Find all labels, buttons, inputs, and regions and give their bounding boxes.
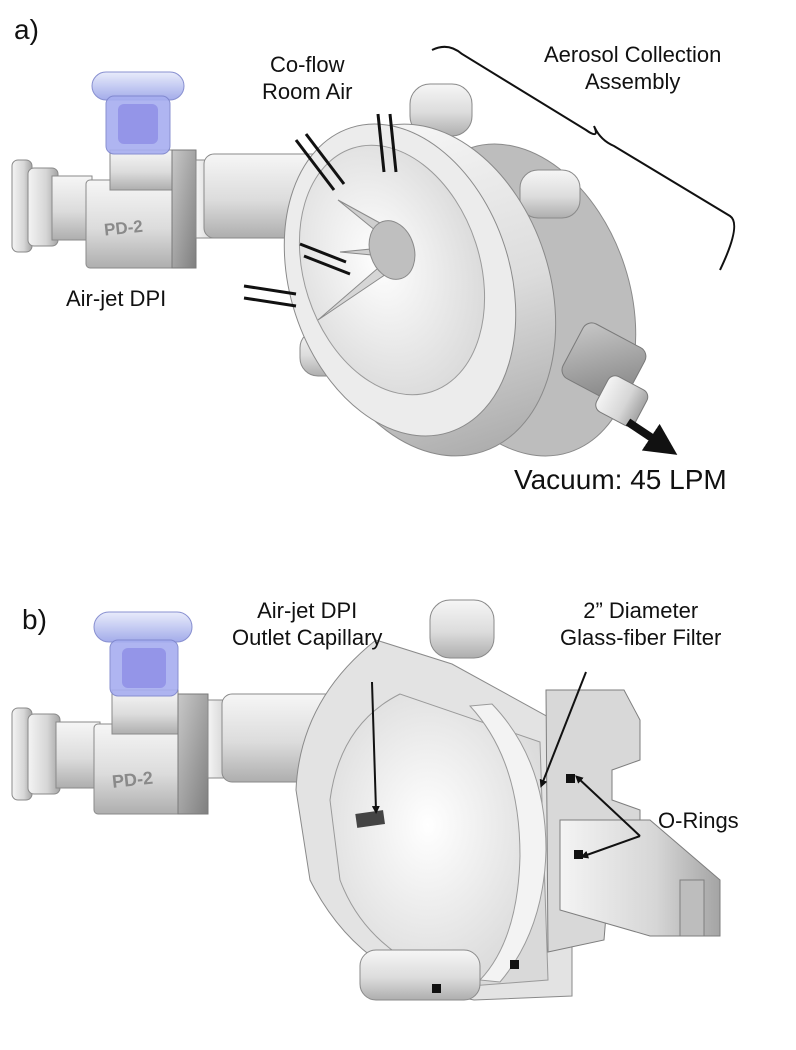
airjet-dpi-label: Air-jet DPI <box>66 286 167 311</box>
panel-a-drawing: PD-2 <box>11 45 736 457</box>
coflow-label-line1: Co-flow <box>269 52 345 77</box>
device-tag-b: PD-2 <box>111 768 154 792</box>
aerosol-collection-assembly <box>283 83 649 457</box>
assembly-bracket <box>431 45 736 271</box>
coflow-label-line2: Room Air <box>262 78 353 104</box>
leader-lines-b <box>371 671 641 859</box>
aerosol-label-line2: Assembly <box>584 68 681 94</box>
outlet-label-line1: Air-jet DPI <box>257 598 358 623</box>
aerosol-label-line1: Aerosol Collection <box>544 42 722 67</box>
dpi-cap-b <box>93 611 193 697</box>
filter-label-line2: Glass-fiber Filter <box>560 624 722 650</box>
dpi-inlet-fitting <box>11 159 93 253</box>
air-jet-dpi-body-b <box>93 689 209 815</box>
dpi-cap <box>91 71 185 155</box>
filter-label: 2” Diameter Glass-fiber Filter <box>560 598 721 652</box>
vacuum-label: Vacuum: 45 LPM <box>514 464 727 495</box>
coflow-indicator-lines <box>243 113 398 308</box>
panel-b-letter: b) <box>22 604 47 635</box>
collection-assembly-cutaway <box>295 599 721 1001</box>
filter-label-line1: 2” Diameter <box>583 598 699 623</box>
outlet-capillary-label: Air-jet DPI Outlet Capillary <box>232 598 382 652</box>
outlet-label-line2: Outlet Capillary <box>232 624 383 650</box>
device-tag-a: PD-2 <box>103 217 144 240</box>
dpi-inlet-fitting-b <box>11 707 101 801</box>
o-rings-label: O-Rings <box>658 808 739 833</box>
air-jet-dpi-body <box>85 149 197 269</box>
panel-a-letter: a) <box>14 14 39 45</box>
coflow-label: Co-flow Room Air <box>262 52 352 106</box>
vacuum-arrow <box>625 418 678 455</box>
aerosol-collection-label: Aerosol Collection Assembly <box>544 42 721 96</box>
panel-b-drawing: PD-2 <box>11 599 721 1001</box>
